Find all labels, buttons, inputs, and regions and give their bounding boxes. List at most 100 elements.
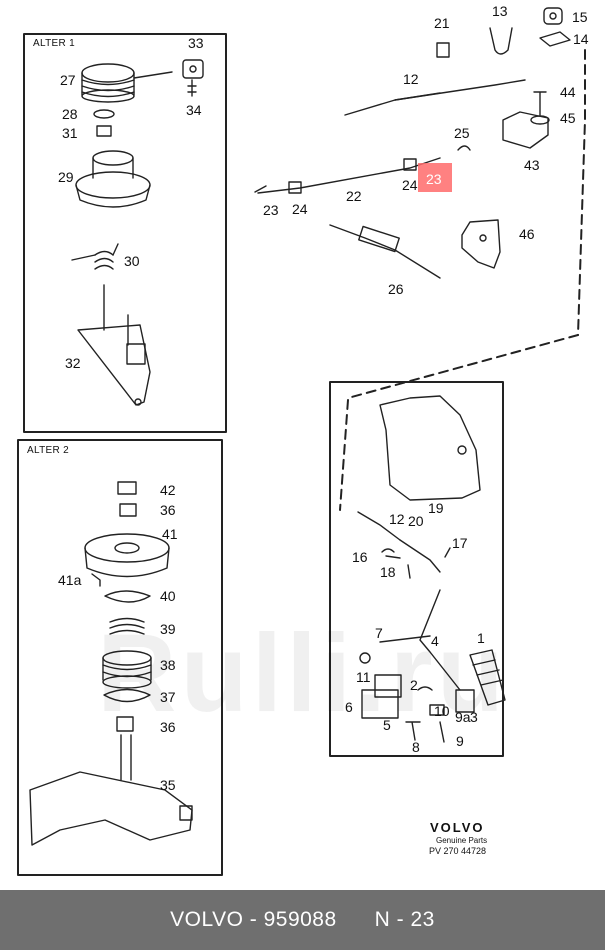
cable-26: [329, 224, 441, 279]
inset-frame: [329, 381, 504, 757]
clip-13: [489, 27, 513, 55]
highlight-23: [418, 163, 452, 192]
pedal-arm-4: [379, 589, 461, 691]
label-22: 22: [346, 188, 362, 204]
brand-subtitle: Genuine Parts: [436, 836, 488, 845]
part-3: [455, 689, 475, 713]
alter1-title: ALTER 1: [33, 38, 75, 49]
footer-bar: VOLVO - 959088 N - 23: [0, 890, 605, 950]
cable-26-sleeve: [358, 225, 400, 253]
label-37: 37: [160, 689, 176, 705]
spring-30: [71, 243, 119, 270]
watermark: Rulli.ru: [97, 612, 508, 735]
label-3: 3: [470, 709, 478, 725]
label-24-left: 24: [292, 201, 308, 217]
label-15: 15: [572, 9, 588, 25]
label-12-inset: 12: [389, 511, 405, 527]
nut-11: [359, 652, 371, 664]
label-30: 30: [124, 253, 140, 269]
label-2: 2: [410, 677, 418, 693]
brand-part-code: PV 270 44728: [429, 846, 487, 856]
label-39: 39: [160, 621, 176, 637]
label-42: 42: [160, 482, 176, 498]
label-11: 11: [356, 669, 371, 685]
label-43: 43: [524, 157, 540, 173]
label-7: 7: [375, 625, 383, 641]
spring-2: [417, 686, 433, 691]
label-19: 19: [428, 500, 444, 516]
label-6: 6: [345, 699, 353, 715]
alter2-frame: [17, 439, 223, 876]
plate-37: [103, 688, 151, 703]
label-14: 14: [573, 31, 589, 47]
footer-text: VOLVO - 959088 N - 23: [170, 908, 435, 931]
label-10: 10: [434, 703, 450, 719]
washer-45: [530, 115, 550, 125]
label-23-highlighted: 23: [426, 171, 442, 187]
label-21: 21: [434, 15, 450, 31]
cover-19: [379, 395, 481, 501]
label-12-top: 12: [403, 71, 419, 87]
nut-42: [117, 481, 137, 495]
label-33: 33: [188, 35, 204, 51]
clip-23a: [254, 185, 267, 193]
screw-34: [187, 79, 197, 97]
part-21: [436, 42, 450, 58]
label-38: 38: [160, 657, 176, 673]
label-35: 35: [160, 777, 176, 793]
nut-36b: [116, 716, 134, 732]
clip-25: [457, 145, 471, 151]
housing-29: [75, 150, 151, 208]
label-9a: 9a: [455, 709, 471, 725]
cable-12: [344, 79, 526, 116]
bracket-35: [29, 734, 193, 846]
bolt-41a: [91, 573, 101, 587]
label-13: 13: [492, 3, 508, 19]
clamp-33: [182, 59, 204, 79]
brand-logo-text: VOLVO: [430, 820, 485, 835]
label-28: 28: [62, 106, 78, 122]
washer-28: [93, 109, 115, 119]
label-8: 8: [412, 739, 420, 755]
cable-12-inset: [357, 511, 401, 541]
label-36-top: 36: [160, 502, 176, 518]
label-44: 44: [560, 84, 576, 100]
part-10: [429, 704, 445, 716]
label-31: 31: [62, 125, 78, 141]
label-16: 16: [352, 549, 368, 565]
alter2-title: ALTER 2: [27, 445, 69, 456]
plate-41: [84, 533, 170, 578]
label-29: 29: [58, 169, 74, 185]
label-17: 17: [452, 535, 468, 551]
label-4: 4: [431, 633, 439, 649]
label-1: 1: [477, 630, 485, 646]
label-27: 27: [60, 72, 76, 88]
label-20: 20: [408, 513, 424, 529]
nut-24b: [288, 181, 302, 194]
spring-coil-27: [81, 63, 173, 103]
linkage-17-18: [385, 539, 451, 579]
label-34: 34: [186, 102, 202, 118]
label-5: 5: [383, 717, 391, 733]
bolt-8: [405, 721, 421, 741]
diagram-drawing: [17, 7, 586, 876]
bracket-46: [461, 219, 501, 269]
part-16-ring: [381, 548, 395, 553]
bracket-5: [374, 674, 402, 698]
bracket-6: [361, 689, 399, 719]
label-46: 46: [519, 226, 535, 242]
label-24-right: 24: [402, 177, 418, 193]
spring-38: [102, 650, 152, 689]
label-26: 26: [388, 281, 404, 297]
label-41a: 41a: [58, 572, 82, 588]
label-41: 41: [162, 526, 178, 542]
label-45: 45: [560, 110, 576, 126]
clip-14: [539, 31, 571, 47]
connector-mid: [347, 334, 579, 399]
label-23-left: 23: [263, 202, 279, 218]
spring-39: [109, 617, 145, 635]
bolt-9: [439, 721, 445, 743]
nut-24a: [403, 158, 417, 171]
label-36-bottom: 36: [160, 719, 176, 735]
connector-top: [577, 49, 586, 336]
